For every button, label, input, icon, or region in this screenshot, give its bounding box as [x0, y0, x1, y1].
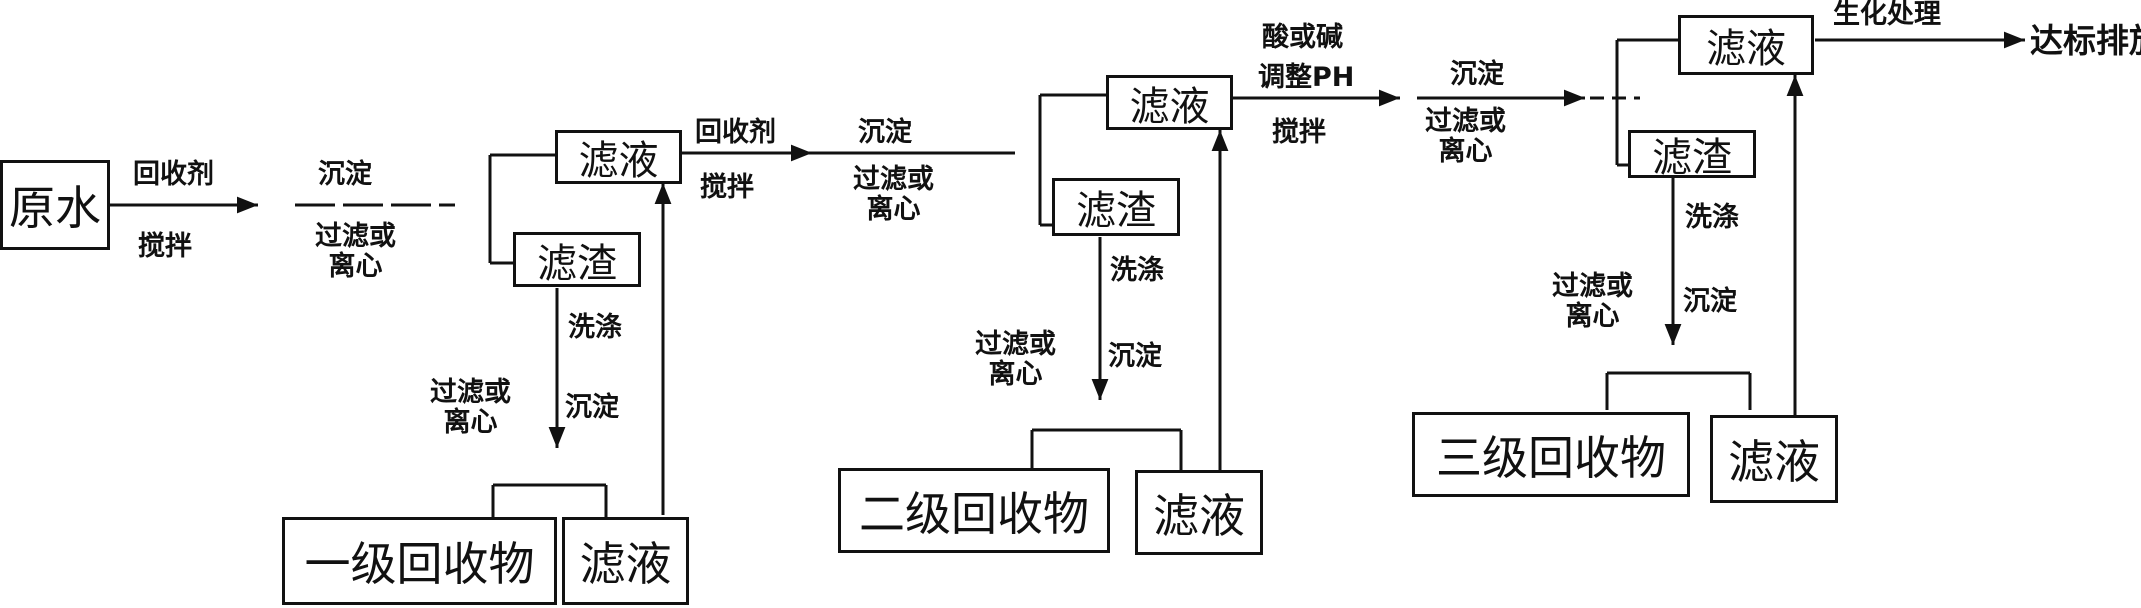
filtrate-box-3b: 滤液 [1710, 415, 1838, 503]
label-stir-3: 搅拌 [1272, 117, 1326, 148]
filtrate-box-stage3: 滤液 [1678, 15, 1814, 75]
residue-box-stage3: 滤渣 [1628, 130, 1756, 181]
label-filter-2: 过滤或离心 [853, 164, 934, 225]
filtrate-box-stage2: 滤液 [1106, 75, 1233, 130]
residue-box-stage2: 滤渣 [1052, 178, 1180, 236]
residue-box-stage1: 滤渣 [513, 232, 641, 287]
filtrate-box-stage1: 滤液 [555, 130, 682, 184]
label-filter-1: 过滤或离心 [315, 221, 396, 282]
label-precip-3: 沉淀 [1450, 59, 1504, 90]
recovered-1-box: 一级回收物 [282, 517, 557, 605]
recovered-2-box: 二级回收物 [838, 468, 1110, 553]
label-stir-1: 搅拌 [138, 231, 192, 262]
recovered-3-box: 三级回收物 [1412, 412, 1690, 497]
label-recovery-agent-2: 回收剂 [695, 117, 776, 148]
label-precip-1b: 沉淀 [565, 392, 619, 423]
label-precip-1: 沉淀 [318, 159, 372, 190]
label-wash-2: 洗涤 [1110, 255, 1164, 286]
label-precip-3b: 沉淀 [1683, 286, 1737, 317]
label-filter-3: 过滤或离心 [1425, 106, 1506, 167]
label-wash-1: 洗涤 [568, 312, 622, 343]
label-stir-2: 搅拌 [700, 172, 754, 203]
final-discharge-label: 达标排放 [2030, 21, 2141, 60]
label-acid-base: 酸或碱 [1262, 22, 1343, 53]
label-filter-2b: 过滤或离心 [975, 329, 1056, 390]
label-wash-3: 洗涤 [1685, 202, 1739, 233]
raw-water-box: 原水 [0, 160, 110, 250]
label-biochem: 生化处理 [1833, 0, 1941, 30]
label-precip-2: 沉淀 [858, 117, 912, 148]
filtrate-box-1b: 滤液 [562, 517, 689, 605]
label-precip-2b: 沉淀 [1108, 341, 1162, 372]
label-adjust-ph: 调整PH [1258, 62, 1355, 93]
label-filter-1b: 过滤或离心 [430, 377, 511, 438]
filtrate-box-2b: 滤液 [1135, 470, 1263, 555]
label-filter-3b: 过滤或离心 [1552, 271, 1633, 332]
label-recovery-agent-1: 回收剂 [133, 159, 214, 190]
